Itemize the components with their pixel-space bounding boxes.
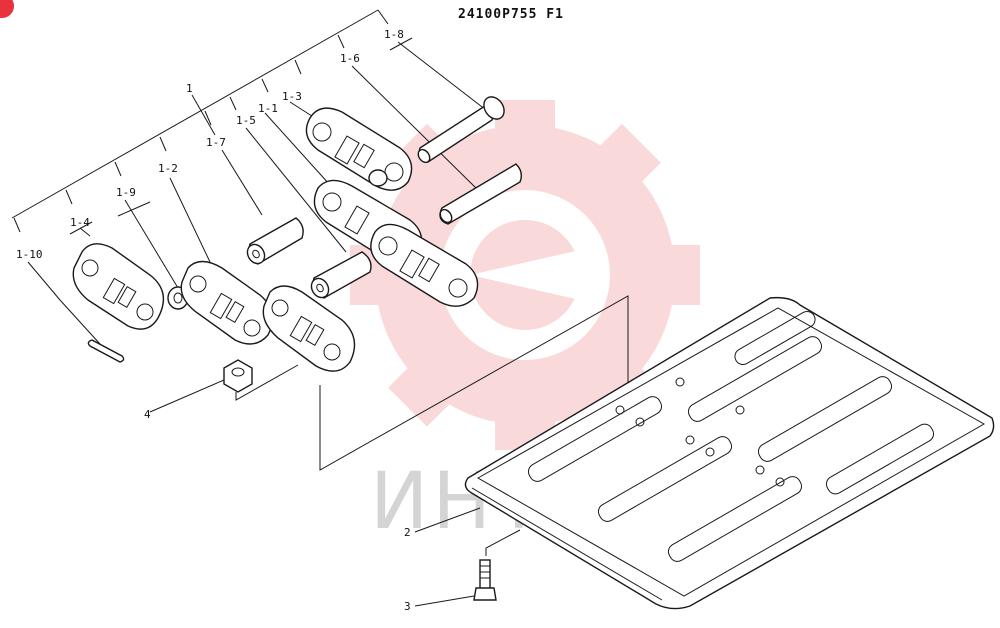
bushing-1-7 <box>246 217 304 265</box>
link-1-2 <box>180 260 274 345</box>
callout-1-6: 1-6 <box>340 52 360 65</box>
shoe-bolt-holes <box>615 377 785 487</box>
callout-1-8: 1-8 <box>384 28 404 41</box>
link-1-5 <box>262 285 356 372</box>
callout-1-3: 1-3 <box>282 90 302 103</box>
callout-3: 3 <box>404 600 411 613</box>
callout-1-4: 1-4 <box>70 216 90 229</box>
shoe-grouser-slots <box>527 311 935 562</box>
callout-1-10: 1-10 <box>16 248 43 261</box>
bolt-3 <box>414 529 521 607</box>
callout-1-5: 1-5 <box>236 114 256 127</box>
link-1-3 <box>305 107 413 191</box>
pin-1-6 <box>439 163 523 225</box>
pin-1-8 <box>417 96 505 164</box>
callout-1-1: 1-1 <box>258 102 278 115</box>
callout-4: 4 <box>144 408 151 421</box>
link-1-6 <box>370 223 479 307</box>
callout-1-9: 1-9 <box>116 186 136 199</box>
nut-4 <box>149 359 299 413</box>
callout-1: 1 <box>186 82 193 95</box>
cotter-pin-1-10 <box>87 339 125 363</box>
corner-logo-badge <box>0 0 14 18</box>
callout-1-7: 1-7 <box>206 136 226 149</box>
link-1-4 <box>72 243 165 330</box>
track-shoe-2 <box>464 296 995 610</box>
bushing-1-5b <box>310 251 372 299</box>
callout-labels: 1-10 1-4 1-9 1-2 1-7 1 1-5 1-1 1-3 1-6 1… <box>16 28 411 613</box>
assembly-outline <box>319 295 629 471</box>
callout-bracket-tree <box>11 9 487 356</box>
callout-2: 2 <box>404 526 411 539</box>
watermark-gear-logo <box>350 100 700 450</box>
drawing-code: 24100P755 F1 <box>458 7 564 22</box>
callout-1-2: 1-2 <box>158 162 178 175</box>
shoe-leader <box>414 507 481 533</box>
